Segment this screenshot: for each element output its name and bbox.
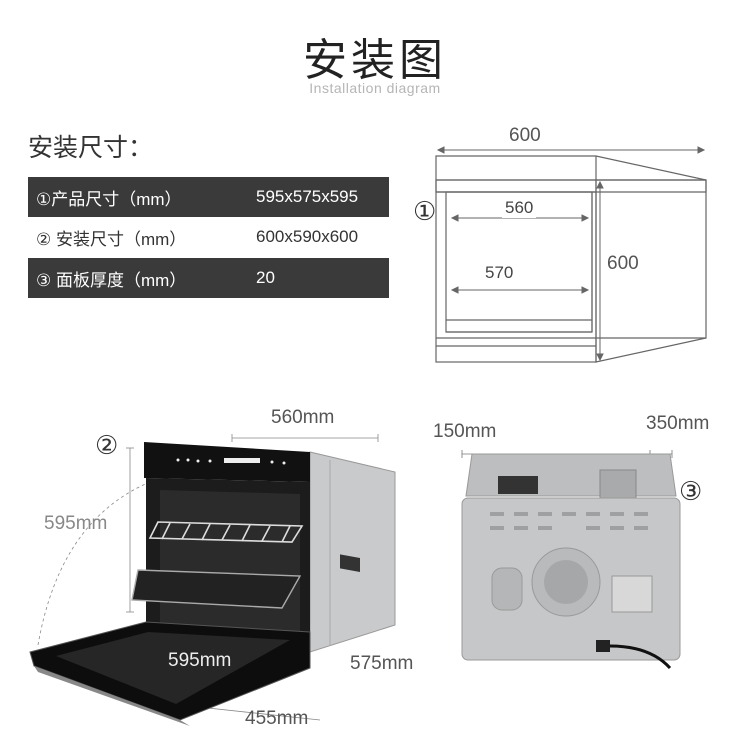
dim-cabinet-inner-top: 560 xyxy=(502,198,537,218)
power-cord-plug xyxy=(596,640,610,652)
oven-rack xyxy=(148,521,304,543)
spec-value: 20 xyxy=(256,268,275,287)
baking-tray xyxy=(131,569,302,609)
oven-side-vent xyxy=(340,554,360,572)
oven-back-illustration xyxy=(461,450,681,670)
spec-label: ③ 面板厚度（mm） xyxy=(36,270,187,290)
power-cord xyxy=(609,644,672,670)
dim-oven-depth: 575mm xyxy=(350,653,414,674)
page-title: 安装图 xyxy=(303,36,447,85)
marker-3: ③ xyxy=(679,476,703,506)
dim-oven-door: 455mm xyxy=(245,708,309,729)
fan-motor-box xyxy=(599,469,637,499)
dim-oven-height: 595mm xyxy=(44,513,108,534)
oven-back-top-plate xyxy=(465,453,677,497)
spec-label: ② 安装尺寸（mm） xyxy=(36,229,187,249)
dim-oven-front-width: 595mm xyxy=(168,650,232,671)
dim-back-right-offset: 350mm xyxy=(646,413,710,434)
dim-cabinet-inner-bottom: 570 xyxy=(482,263,517,283)
oven-front-illustration xyxy=(29,434,396,726)
spec-value: 595x575x595 xyxy=(256,187,359,206)
oven-side-panel xyxy=(309,451,396,653)
back-bulge xyxy=(491,567,523,611)
spec-row-product-size: ①产品尺寸（mm） 595x575x595 xyxy=(28,177,389,217)
marker-2: ② xyxy=(95,430,119,460)
cabinet-top-slab xyxy=(435,155,707,193)
marker-1: ① xyxy=(413,196,437,226)
spec-label: ①产品尺寸（mm） xyxy=(36,189,182,209)
page-subtitle: Installation diagram xyxy=(309,80,441,96)
dim-oven-width: 560mm xyxy=(271,407,335,428)
terminal-block xyxy=(498,476,538,494)
dim-cabinet-height: 600 xyxy=(606,251,640,277)
spec-row-install-size: ② 安装尺寸（mm） 600x590x600 xyxy=(28,217,389,257)
cabinet-diagram xyxy=(435,146,707,363)
spec-value: 600x590x600 xyxy=(256,227,359,246)
spec-row-panel-thickness: ③ 面板厚度（mm） 20 xyxy=(28,258,389,298)
spec-heading: 安装尺寸： xyxy=(28,134,154,162)
dim-cabinet-width: 600 xyxy=(505,125,545,147)
dim-back-left-offset: 150mm xyxy=(433,421,497,442)
back-vent-grille xyxy=(611,575,653,613)
